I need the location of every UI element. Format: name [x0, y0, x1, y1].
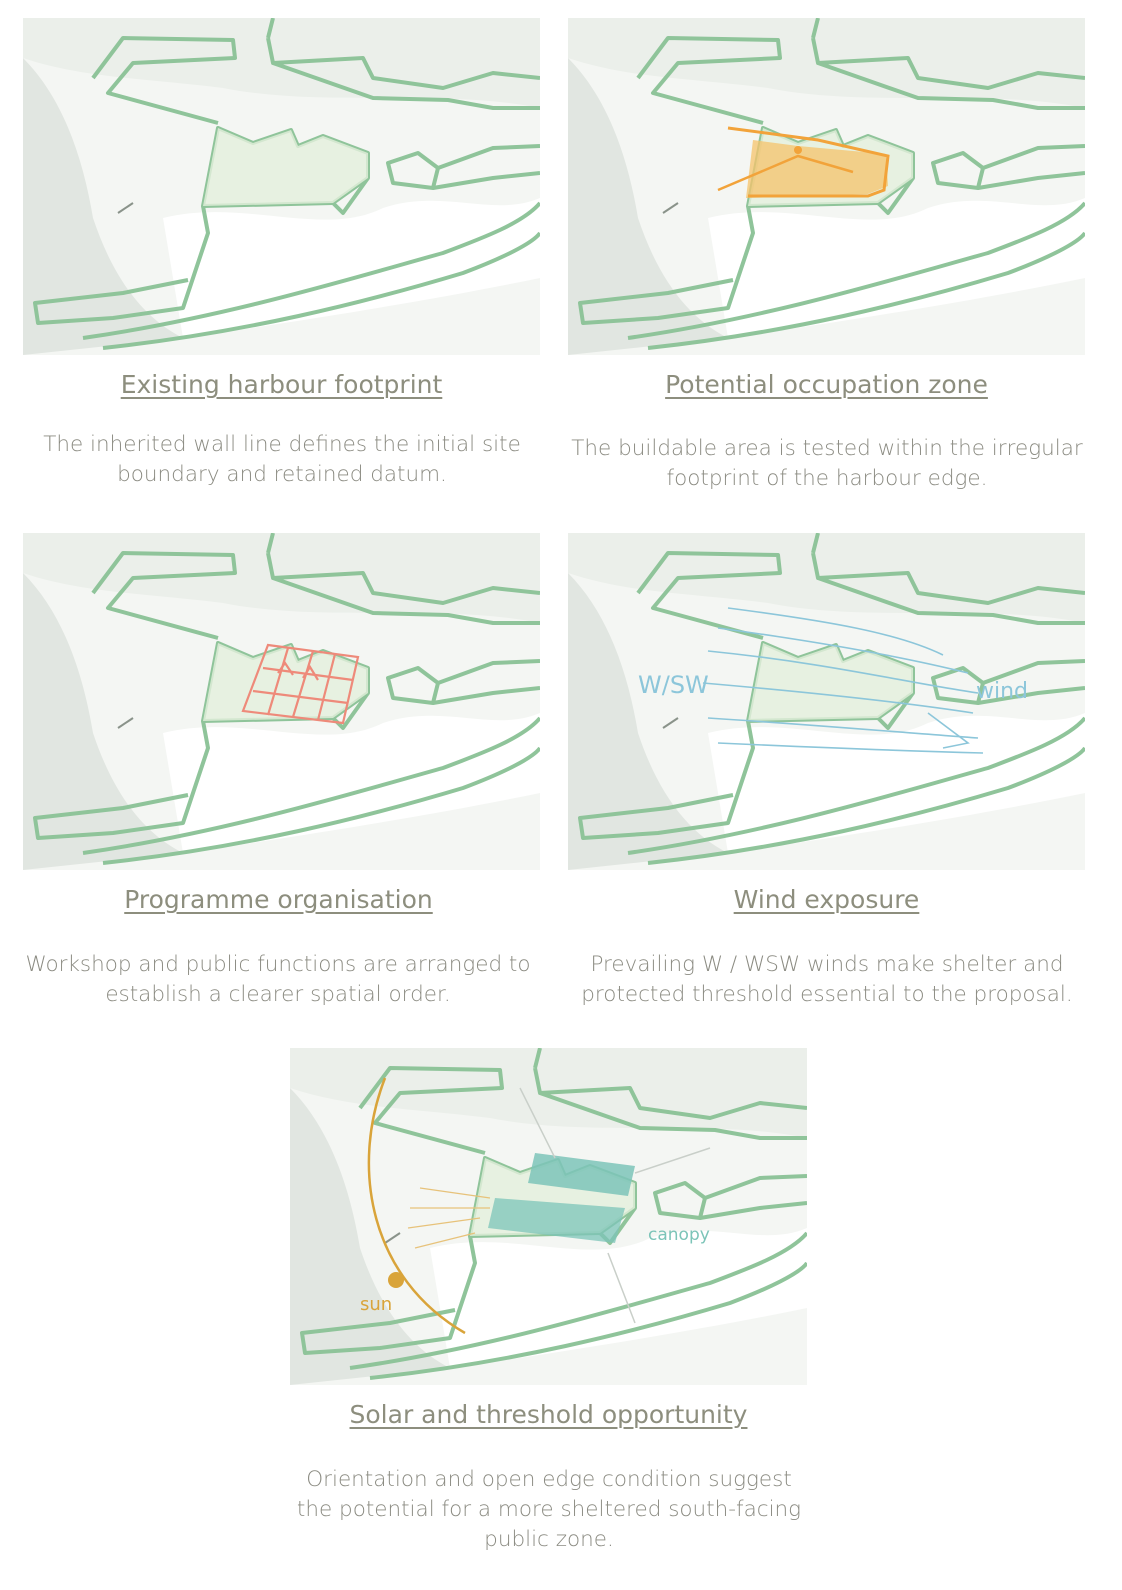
panel-title: Solar and threshold opportunity: [349, 1400, 748, 1429]
sketch-wind-exposure: W/SW wind: [568, 533, 1085, 870]
occupation-zone-overlay: [717, 126, 890, 198]
panel-description: Prevailing W / WSW winds make shelter an…: [581, 952, 1073, 1007]
sketch-programme-organisation: [23, 533, 540, 870]
sun-label: sun: [360, 1294, 392, 1315]
panel-title: Existing harbour footprint: [120, 370, 443, 399]
solar-overlay: [367, 1077, 711, 1335]
harbour-base-sketch: [568, 18, 1085, 355]
sketch-occupation-zone: [568, 18, 1085, 355]
wind-direction-label: W/SW: [638, 671, 709, 699]
panel-description: The inherited wall line defines the init…: [43, 432, 521, 487]
wind-lines-overlay: [702, 607, 984, 754]
harbour-base-sketch: [23, 18, 540, 355]
panel-title: Wind exposure: [733, 885, 920, 914]
wind-label: wind: [976, 679, 1028, 704]
harbour-base-sketch: [23, 533, 540, 870]
harbour-base-sketch: W/SW wind: [568, 533, 1085, 870]
panel-title: Programme organisation: [124, 885, 433, 914]
sun-icon: [388, 1272, 404, 1288]
panel-description: Orientation and open edge condition sugg…: [296, 1467, 802, 1552]
panel-description: Workshop and public functions are arrang…: [25, 952, 531, 1007]
sketch-solar-threshold: sun canopy: [290, 1048, 807, 1385]
sketch-existing-footprint: [23, 18, 540, 355]
canopy-label: canopy: [648, 1225, 710, 1245]
panel-title: Potential occupation zone: [665, 370, 988, 399]
harbour-base-sketch: sun canopy: [290, 1048, 807, 1385]
programme-grid-overlay: [241, 643, 360, 725]
panel-description: The buildable area is tested within the …: [571, 436, 1083, 491]
